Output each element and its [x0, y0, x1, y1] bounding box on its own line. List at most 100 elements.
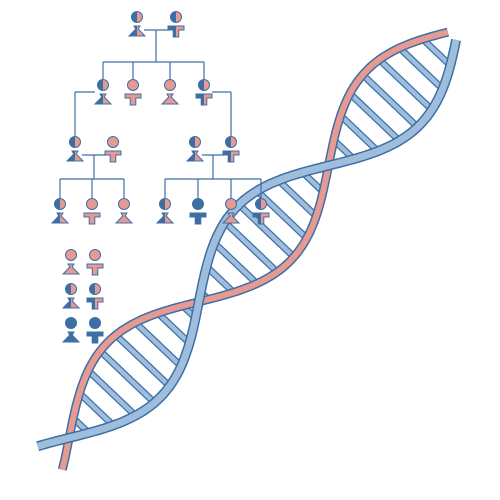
figure-body: [86, 331, 104, 344]
figure-body-right-half: [60, 213, 68, 223]
figure-head-left-half: [198, 79, 204, 91]
female-carrier-figure: [93, 79, 113, 105]
figure-head: [89, 249, 101, 261]
figure-head: [192, 198, 204, 210]
figure-body-left-half: [223, 151, 231, 162]
female-unaffected-figure: [221, 198, 241, 224]
male-carrier-figure: [252, 198, 270, 225]
figure-body-outline: [50, 212, 70, 224]
figure-head-outline: [159, 198, 171, 210]
base-pair: [98, 349, 157, 405]
figure-body-right-half: [95, 298, 103, 309]
figure-head-right-half: [103, 79, 109, 91]
figure-body-outline: [61, 297, 81, 309]
figure-head-left-half: [89, 283, 95, 295]
base-pair: [361, 73, 420, 129]
figure-head-outline: [198, 79, 210, 91]
figure-body: [104, 150, 122, 163]
pedigree-legend: [61, 249, 104, 344]
figure-body: [221, 212, 241, 224]
figure-body-right-half: [137, 26, 145, 36]
male-carrier-figure: [195, 79, 213, 106]
base-pair: [133, 320, 183, 368]
figure-body-right-half: [231, 151, 239, 162]
male-carrier-figure: [86, 283, 104, 310]
figure-body-left-half: [253, 213, 261, 224]
figure-head-outline: [89, 283, 101, 295]
figure-head-left-half: [131, 11, 137, 23]
figure-head-left-half: [255, 198, 261, 210]
figure-body: [189, 212, 207, 225]
dna-base-pairs: [70, 36, 453, 436]
figure-head-right-half: [71, 283, 77, 295]
figure-head-left-half: [170, 11, 176, 23]
figure-head-right-half: [165, 198, 171, 210]
figure-head-outline: [54, 198, 66, 210]
base-pair: [237, 202, 296, 259]
figure-head-outline: [189, 136, 201, 148]
base-pair: [212, 241, 259, 286]
male-unaffected-figure: [124, 79, 142, 106]
figure-head-right-half: [204, 79, 210, 91]
base-pair: [421, 37, 452, 67]
figure-body: [61, 263, 81, 275]
base-pair: [348, 91, 401, 143]
figure-body-left-half: [87, 298, 95, 309]
figure-body-outline: [167, 25, 185, 38]
figure-head-outline: [97, 79, 109, 91]
figure-head-left-half: [65, 283, 71, 295]
base-pair: [377, 58, 434, 112]
figure-head: [118, 198, 130, 210]
figure-body: [83, 212, 101, 225]
figure-body-right-half: [261, 213, 269, 224]
figure-head-right-half: [95, 283, 101, 295]
female-carrier-figure: [65, 136, 85, 162]
male-carrier-figure: [167, 11, 185, 38]
figure-head-right-half: [195, 136, 201, 148]
base-pair: [204, 264, 236, 294]
figure-head-right-half: [261, 198, 267, 210]
figure-head-left-half: [189, 136, 195, 148]
male-affected-figure: [189, 198, 207, 225]
pedigree-connector-lines: [59, 29, 262, 198]
figure-body: [124, 93, 142, 106]
figure-head: [164, 79, 176, 91]
male-unaffected-figure: [86, 249, 104, 276]
male-affected-figure: [86, 317, 104, 344]
figure-body-left-half: [67, 151, 75, 161]
figure-head-right-half: [176, 11, 182, 23]
figure-body-outline: [195, 93, 213, 106]
figure-head-left-half: [159, 198, 165, 210]
figure-body: [61, 331, 81, 343]
figure-head-outline: [69, 136, 81, 148]
figure-head-right-half: [231, 136, 237, 148]
female-carrier-figure: [61, 283, 81, 309]
base-pair: [397, 46, 445, 91]
figure-body-right-half: [176, 26, 184, 37]
figure-body-left-half: [95, 94, 103, 104]
figure-body-left-half: [129, 26, 137, 36]
female-affected-figure: [61, 317, 81, 343]
figure-head-left-half: [97, 79, 103, 91]
figure-body-outline: [65, 150, 85, 162]
figure-body-left-half: [196, 94, 204, 105]
base-pair: [114, 333, 172, 388]
male-carrier-figure: [222, 136, 240, 163]
male-unaffected-figure: [104, 136, 122, 163]
figure-head-outline: [170, 11, 182, 23]
figure-body-right-half: [165, 213, 173, 223]
figure-head-left-half: [225, 136, 231, 148]
base-pair: [339, 114, 380, 153]
figure-body-left-half: [187, 151, 195, 161]
female-carrier-figure: [50, 198, 70, 224]
figure-body-outline: [185, 150, 205, 162]
male-unaffected-figure: [83, 198, 101, 225]
figure-head: [65, 249, 77, 261]
figure-body-outline: [222, 150, 240, 163]
figure-body-right-half: [71, 298, 79, 308]
figure-body-outline: [86, 297, 104, 310]
female-carrier-figure: [185, 136, 205, 162]
figure-head-outline: [225, 136, 237, 148]
figure-body-outline: [127, 25, 147, 37]
